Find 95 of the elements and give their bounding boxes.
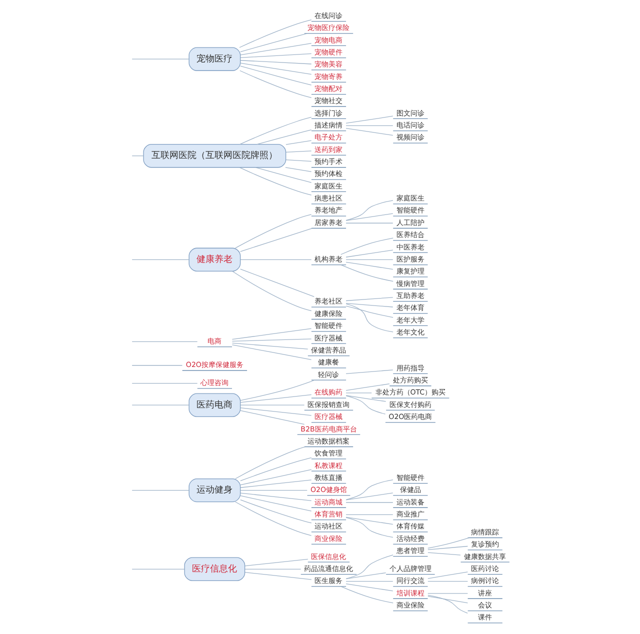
node-box: 互联网医院（互联网医院牌照） <box>142 144 286 168</box>
connector <box>232 271 312 312</box>
connector <box>240 66 312 86</box>
connector <box>240 492 312 502</box>
connector <box>285 140 312 145</box>
connector <box>345 259 393 260</box>
connector <box>427 537 469 549</box>
connector <box>345 222 393 224</box>
connector <box>240 259 312 260</box>
connector <box>244 568 301 570</box>
connector <box>240 404 304 406</box>
connector <box>231 342 308 350</box>
connector <box>240 410 304 425</box>
connector <box>345 128 393 136</box>
connector <box>284 167 312 172</box>
connector <box>240 500 312 524</box>
connector <box>240 480 312 488</box>
connector <box>345 297 393 302</box>
connector <box>285 150 312 153</box>
connector <box>345 262 393 270</box>
connector <box>131 490 189 491</box>
connector <box>427 546 468 550</box>
connector <box>345 480 393 500</box>
connector <box>427 594 468 614</box>
connector <box>240 457 312 482</box>
connector <box>131 383 198 384</box>
connector <box>345 213 393 221</box>
connector <box>240 42 312 56</box>
connector <box>345 392 372 394</box>
connector <box>345 517 393 538</box>
connector <box>345 306 393 318</box>
connector <box>345 395 386 402</box>
connector <box>427 581 468 582</box>
connector <box>256 130 312 145</box>
connector <box>131 58 189 60</box>
connector <box>345 304 393 332</box>
connector <box>240 268 314 298</box>
connector <box>240 228 312 252</box>
connector <box>238 167 312 196</box>
connector <box>240 62 312 75</box>
connector <box>345 302 393 308</box>
connector <box>244 558 308 566</box>
connector <box>345 572 386 580</box>
connector <box>345 200 393 221</box>
connector <box>231 344 312 360</box>
connector <box>427 552 460 556</box>
connector <box>345 116 393 124</box>
connector <box>234 214 312 248</box>
connector <box>240 408 312 416</box>
node-box: 运动健身 <box>188 478 240 502</box>
connector <box>238 20 312 48</box>
connector <box>340 586 393 604</box>
node-box: 宠物医疗 <box>188 47 240 71</box>
connector <box>239 116 312 145</box>
connector <box>345 584 393 592</box>
connector <box>240 469 312 486</box>
connector <box>345 516 393 525</box>
connector <box>234 446 305 480</box>
connector <box>231 328 312 340</box>
connector <box>345 370 393 374</box>
connector <box>240 60 312 64</box>
connector <box>345 514 393 515</box>
connector <box>427 593 468 594</box>
connector <box>131 568 184 570</box>
connector <box>254 167 312 183</box>
connector <box>240 394 312 403</box>
connector <box>231 338 312 342</box>
connector <box>240 490 307 491</box>
connector <box>345 250 393 258</box>
connector <box>240 380 315 401</box>
connector <box>427 596 468 604</box>
connector <box>131 341 198 342</box>
connector <box>345 581 393 582</box>
connector <box>345 395 386 414</box>
node-box: 医疗信息化 <box>184 557 245 581</box>
node-box: 健康养老 <box>188 248 240 272</box>
connector <box>239 70 312 98</box>
connector <box>345 125 393 126</box>
connector <box>240 53 312 58</box>
connector <box>240 495 312 512</box>
connector <box>340 264 393 282</box>
connector <box>131 365 182 366</box>
connector <box>345 384 390 391</box>
node-box: 医药电商 <box>188 393 240 417</box>
connector <box>345 502 393 503</box>
connector <box>345 492 393 500</box>
connector <box>131 404 189 406</box>
connector <box>131 259 189 260</box>
connector <box>345 554 393 579</box>
connector <box>244 572 312 580</box>
connector <box>234 502 312 536</box>
connector <box>340 238 393 255</box>
connector <box>240 33 308 52</box>
connector <box>427 572 468 579</box>
connector <box>285 160 312 162</box>
